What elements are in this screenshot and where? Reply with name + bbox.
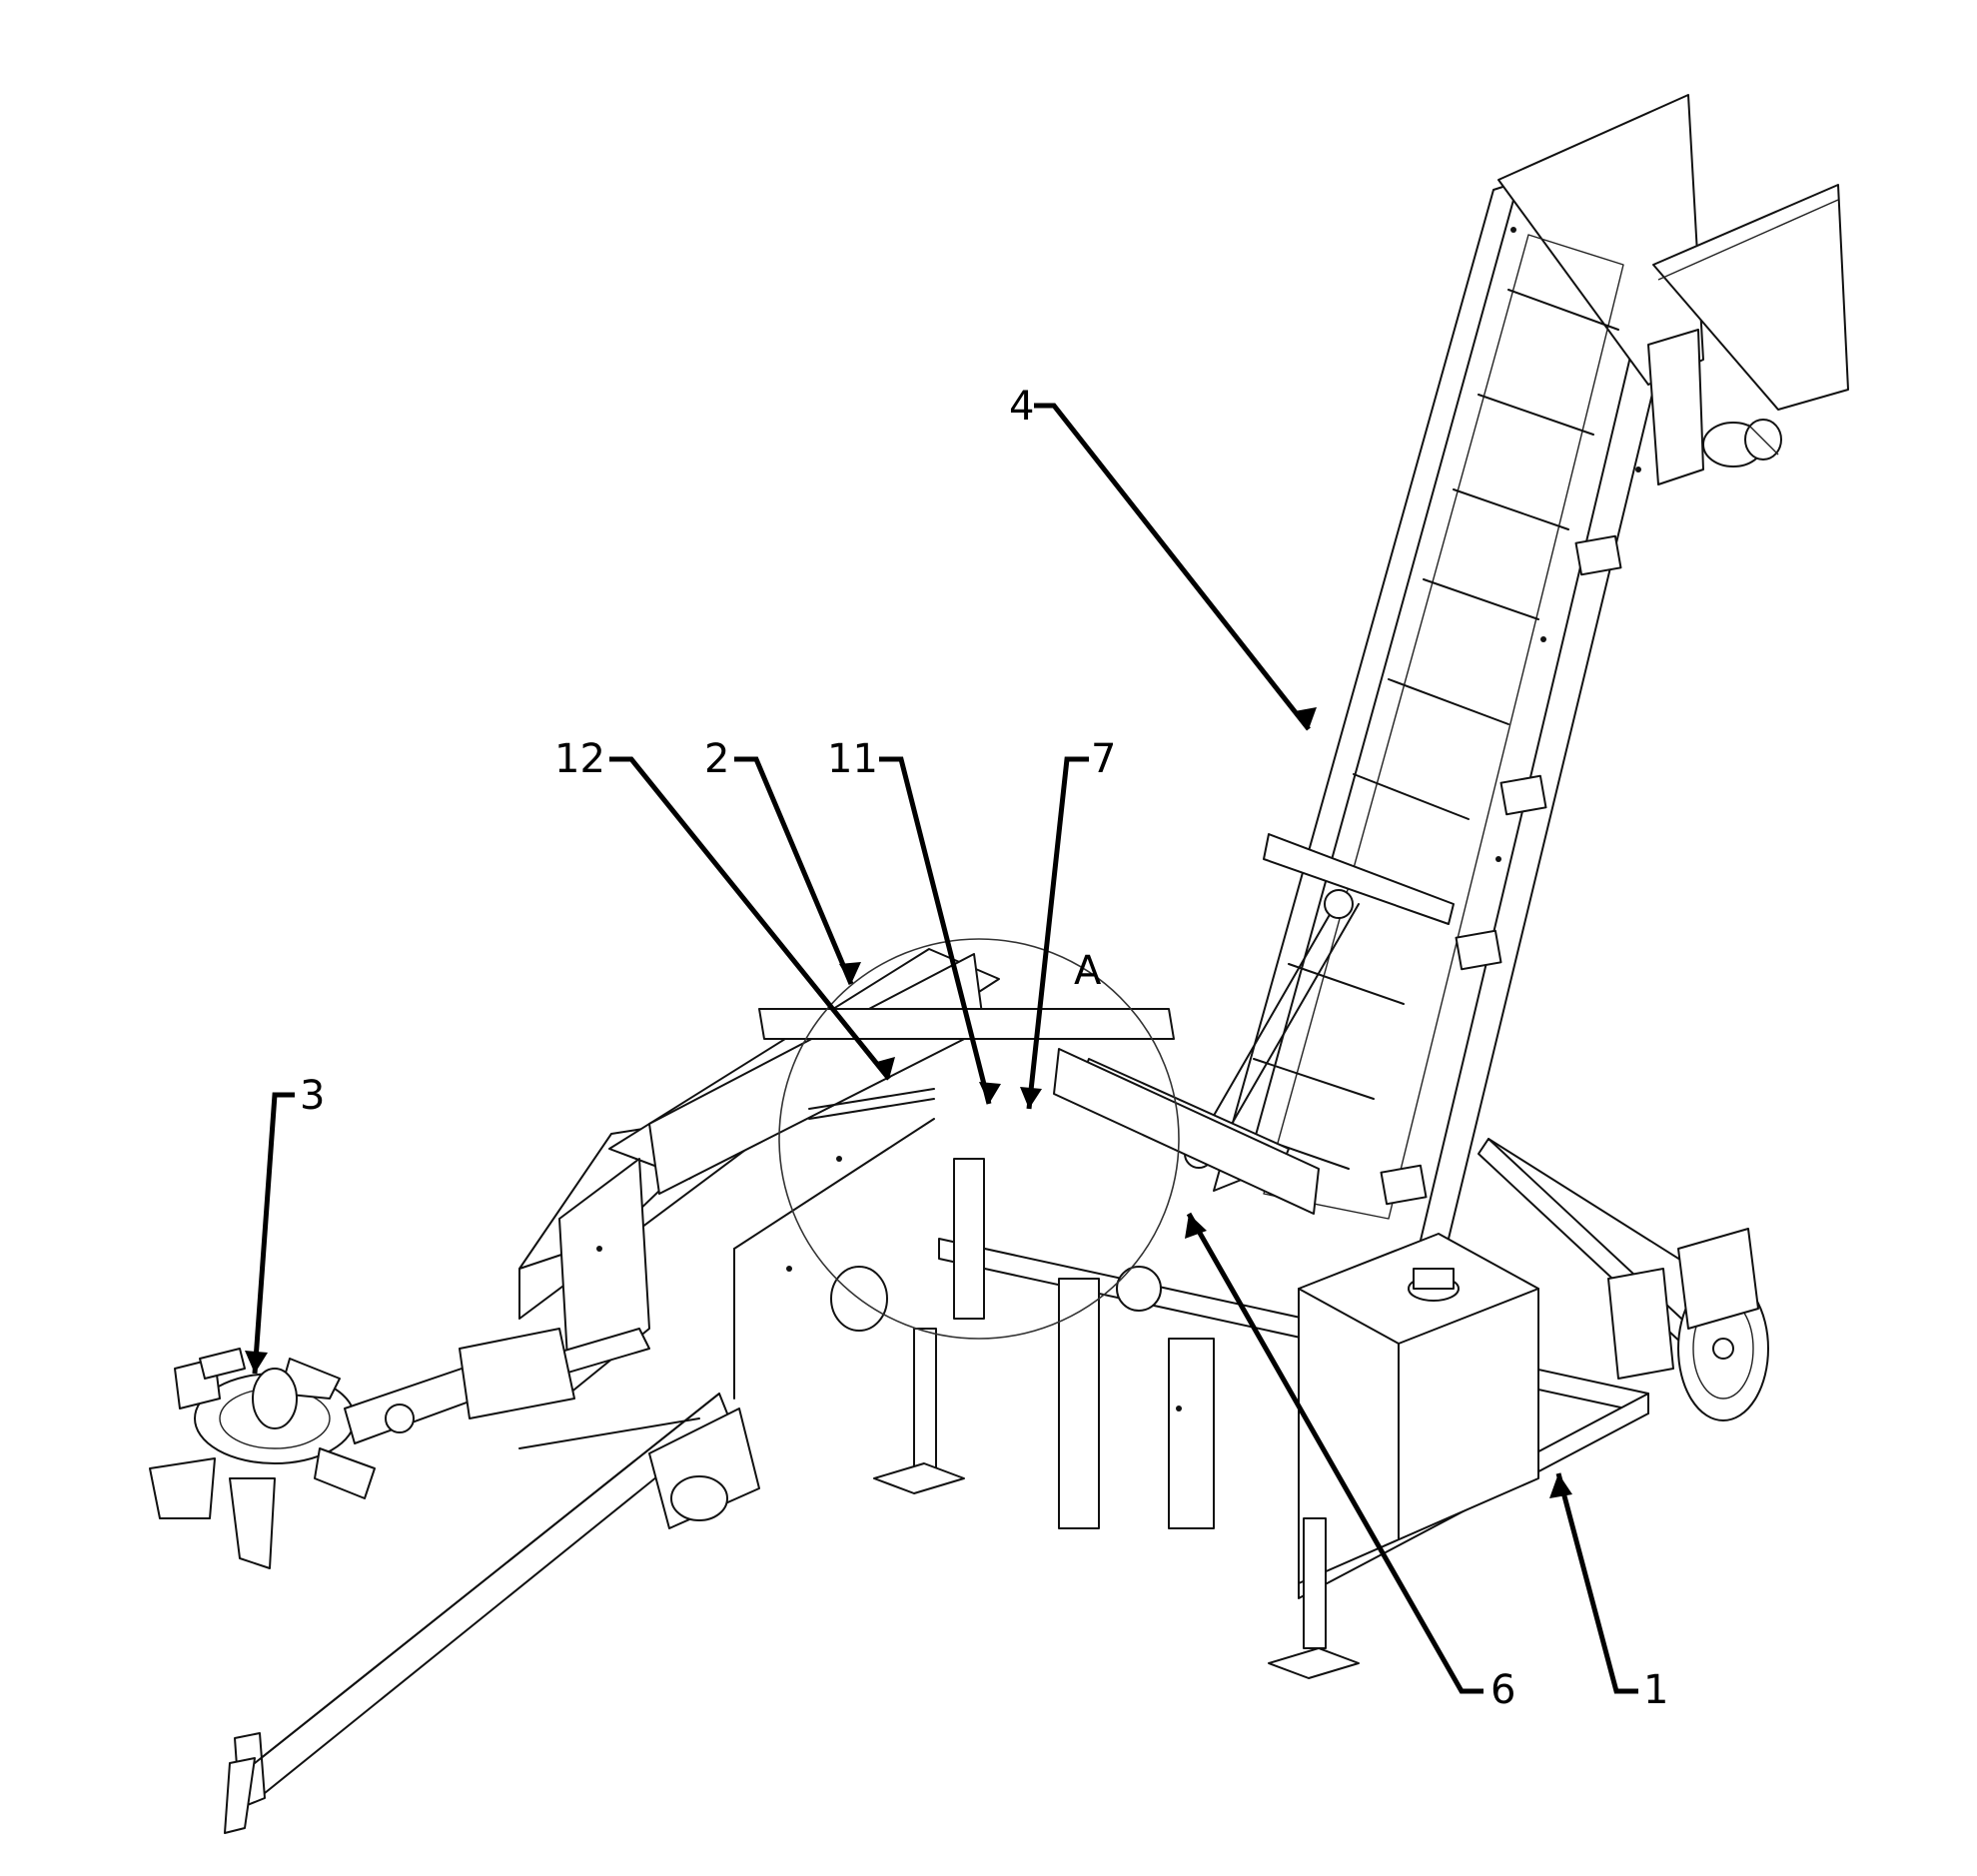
callout-label-11: 11 bbox=[827, 736, 878, 782]
base-frame bbox=[873, 1138, 1769, 1679]
callout-label-12: 12 bbox=[554, 736, 605, 782]
callout-4: 4 bbox=[1009, 384, 1317, 731]
caster-wheel bbox=[1607, 1228, 1769, 1421]
callouts: 4 12 2 11 7 3 bbox=[245, 384, 1668, 1713]
rotary-spider bbox=[149, 1328, 575, 1569]
callout-2: 2 bbox=[704, 736, 861, 985]
callout-12: 12 bbox=[554, 736, 895, 1081]
callout-3: 3 bbox=[245, 1073, 325, 1375]
jack-stands bbox=[873, 1328, 1360, 1679]
detail-label-a: A bbox=[1074, 948, 1102, 994]
callout-label-2: 2 bbox=[704, 736, 729, 782]
callout-label-1: 1 bbox=[1643, 1667, 1668, 1713]
detail-circle-a bbox=[778, 938, 1180, 1340]
callout-label-7: 7 bbox=[1091, 736, 1116, 782]
callout-label-6: 6 bbox=[1490, 1667, 1515, 1713]
elevator-conveyor bbox=[1184, 94, 1849, 1250]
callout-11: 11 bbox=[827, 736, 1001, 1105]
callout-6: 6 bbox=[1185, 1212, 1515, 1713]
callout-7: 7 bbox=[1020, 736, 1116, 1110]
callout-1: 1 bbox=[1549, 1472, 1668, 1713]
callout-label-3: 3 bbox=[300, 1073, 325, 1119]
callout-label-4: 4 bbox=[1009, 384, 1034, 430]
bolt-dots bbox=[596, 227, 1641, 1411]
body-frame bbox=[518, 948, 1320, 1529]
drive-motor bbox=[1647, 329, 1782, 485]
